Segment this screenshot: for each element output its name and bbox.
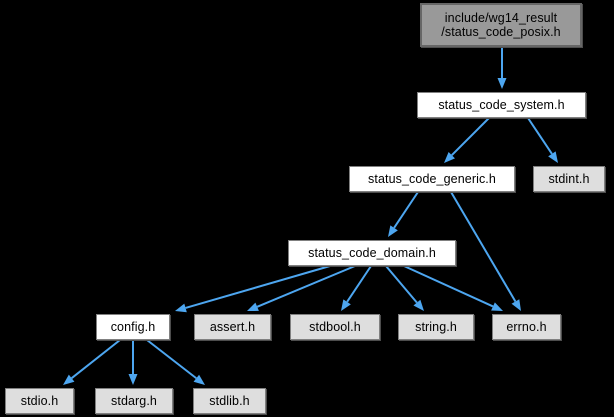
arrowhead (341, 299, 351, 311)
graph-node-label: errno.h (506, 320, 547, 334)
graph-node-label: stdlib.h (209, 394, 250, 408)
graph-edge-system-to-generic (444, 117, 490, 163)
graph-node-label: stdarg.h (111, 394, 157, 408)
graph-edge-generic-to-domain (388, 191, 419, 237)
graph-node-label: stdint.h (548, 172, 590, 186)
arrowhead (497, 78, 507, 89)
arrowhead (413, 299, 424, 311)
arrowhead (444, 152, 455, 163)
arrowhead (175, 303, 187, 313)
graph-edge-domain-to-assert (247, 265, 356, 311)
graph-node-label: status_code_system.h (438, 98, 565, 112)
graph-node-string[interactable]: string.h (398, 314, 474, 340)
arrowhead (511, 299, 521, 311)
graph-node-stdlib[interactable]: stdlib.h (193, 388, 266, 414)
graph-edge-config-to-stdarg (128, 340, 138, 385)
arrowhead (388, 225, 398, 237)
graph-node-errno[interactable]: errno.h (492, 314, 561, 340)
graph-node-label: stdbool.h (309, 320, 361, 334)
graph-edge-system-to-stdint (527, 117, 558, 163)
graph-edge-config-to-stdlib (146, 339, 205, 385)
arrowhead (247, 302, 259, 311)
graph-edge-posix-to-system (497, 47, 507, 89)
graph-node-domain[interactable]: status_code_domain.h (288, 240, 456, 266)
graph-node-label: include/wg14_result /status_code_posix.h (441, 11, 561, 39)
graph-node-label: status_code_generic.h (368, 172, 496, 186)
graph-node-label: string.h (415, 320, 457, 334)
arrowhead (128, 374, 138, 385)
graph-node-posix[interactable]: include/wg14_result /status_code_posix.h (420, 3, 582, 47)
graph-edge-domain-to-config (175, 265, 331, 313)
graph-node-label: config.h (110, 320, 156, 334)
arrowhead (63, 374, 75, 385)
graph-node-stdbool[interactable]: stdbool.h (290, 314, 380, 340)
graph-edge-domain-to-errno (403, 265, 503, 311)
graph-edge-generic-to-errno (450, 191, 521, 311)
graph-node-stdio[interactable]: stdio.h (5, 388, 74, 414)
graph-node-config[interactable]: config.h (96, 314, 170, 340)
arrowhead (193, 374, 205, 385)
arrowhead (491, 302, 503, 311)
graph-node-stdarg[interactable]: stdarg.h (95, 388, 173, 414)
graph-edge-domain-to-string (385, 265, 424, 311)
graph-edge-config-to-stdio (63, 339, 121, 385)
arrowhead (548, 151, 558, 163)
graph-node-stdint[interactable]: stdint.h (533, 166, 605, 192)
graph-node-label: assert.h (209, 320, 256, 334)
graph-edge-domain-to-stdbool (341, 265, 372, 311)
graph-node-assert[interactable]: assert.h (194, 314, 271, 340)
graph-node-system[interactable]: status_code_system.h (417, 92, 586, 118)
graph-node-generic[interactable]: status_code_generic.h (349, 166, 515, 192)
graph-node-label: status_code_domain.h (308, 246, 436, 260)
graph-node-label: stdio.h (20, 394, 59, 408)
